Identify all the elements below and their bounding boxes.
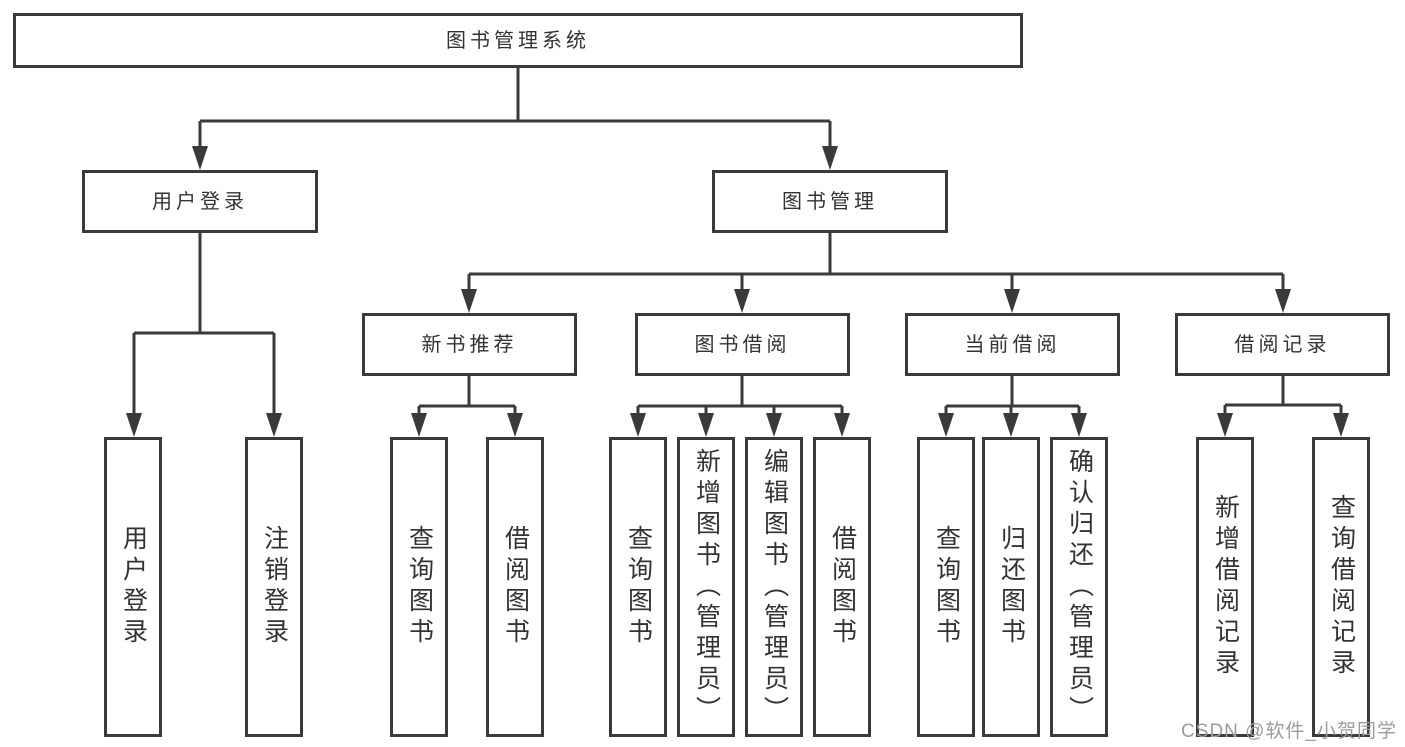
node-leaf-user-login: 用户登录 bbox=[104, 437, 162, 737]
node-leaf-query-borrow-record-label: 查询借阅记录 bbox=[1327, 494, 1356, 680]
node-leaf-query-borrow-record: 查询借阅记录 bbox=[1312, 437, 1370, 737]
node-book-borrowing: 图书借阅 bbox=[635, 313, 850, 376]
node-leaf-borrow-book-2-label: 借阅图书 bbox=[828, 525, 857, 649]
node-root-label: 图书管理系统 bbox=[446, 29, 590, 52]
node-borrowing-records-label: 借阅记录 bbox=[1234, 333, 1331, 356]
node-borrowing-records: 借阅记录 bbox=[1175, 313, 1390, 376]
node-new-book-recommend-label: 新书推荐 bbox=[421, 333, 518, 356]
node-leaf-query-book-3-label: 查询图书 bbox=[932, 525, 961, 649]
node-leaf-add-borrow-record: 新增借阅记录 bbox=[1196, 437, 1254, 737]
node-leaf-query-book-1-label: 查询图书 bbox=[405, 525, 434, 649]
node-leaf-query-book-2: 查询图书 bbox=[609, 437, 667, 737]
node-book-management-branch: 图书管理 bbox=[712, 170, 948, 233]
node-user-login-branch: 用户登录 bbox=[82, 170, 318, 233]
node-leaf-borrow-book-1-label: 借阅图书 bbox=[501, 525, 530, 649]
csdn-watermark: CSDN @软件_小贺同学 bbox=[1181, 721, 1397, 742]
node-leaf-return-book-label: 归还图书 bbox=[997, 525, 1026, 649]
node-leaf-logout: 注销登录 bbox=[245, 437, 303, 737]
node-root-system: 图书管理系统 bbox=[13, 13, 1023, 68]
node-book-borrowing-label: 图书借阅 bbox=[694, 333, 791, 356]
node-book-management-label: 图书管理 bbox=[782, 190, 878, 213]
node-leaf-logout-label: 注销登录 bbox=[260, 525, 289, 649]
node-leaf-borrow-book-2: 借阅图书 bbox=[813, 437, 871, 737]
node-user-login-label: 用户登录 bbox=[152, 190, 248, 213]
node-current-borrowing-label: 当前借阅 bbox=[964, 333, 1061, 356]
node-leaf-add-book-admin: 新增图书（管理员） bbox=[677, 437, 735, 737]
node-leaf-edit-book-admin-label: 编辑图书（管理员） bbox=[760, 447, 789, 727]
node-leaf-add-book-admin-label: 新增图书（管理员） bbox=[692, 447, 721, 727]
node-leaf-query-book-2-label: 查询图书 bbox=[624, 525, 653, 649]
node-leaf-borrow-book-1: 借阅图书 bbox=[486, 437, 544, 737]
node-leaf-return-book: 归还图书 bbox=[982, 437, 1040, 737]
node-leaf-query-book-1: 查询图书 bbox=[390, 437, 448, 737]
node-leaf-confirm-return-admin-label: 确认归还（管理员） bbox=[1065, 447, 1094, 727]
node-leaf-add-borrow-record-label: 新增借阅记录 bbox=[1211, 494, 1240, 680]
node-new-book-recommend: 新书推荐 bbox=[362, 313, 577, 376]
node-leaf-edit-book-admin: 编辑图书（管理员） bbox=[745, 437, 803, 737]
node-leaf-confirm-return-admin: 确认归还（管理员） bbox=[1050, 437, 1108, 737]
node-leaf-query-book-3: 查询图书 bbox=[917, 437, 975, 737]
node-leaf-user-login-label: 用户登录 bbox=[119, 525, 148, 649]
node-current-borrowing: 当前借阅 bbox=[905, 313, 1120, 376]
